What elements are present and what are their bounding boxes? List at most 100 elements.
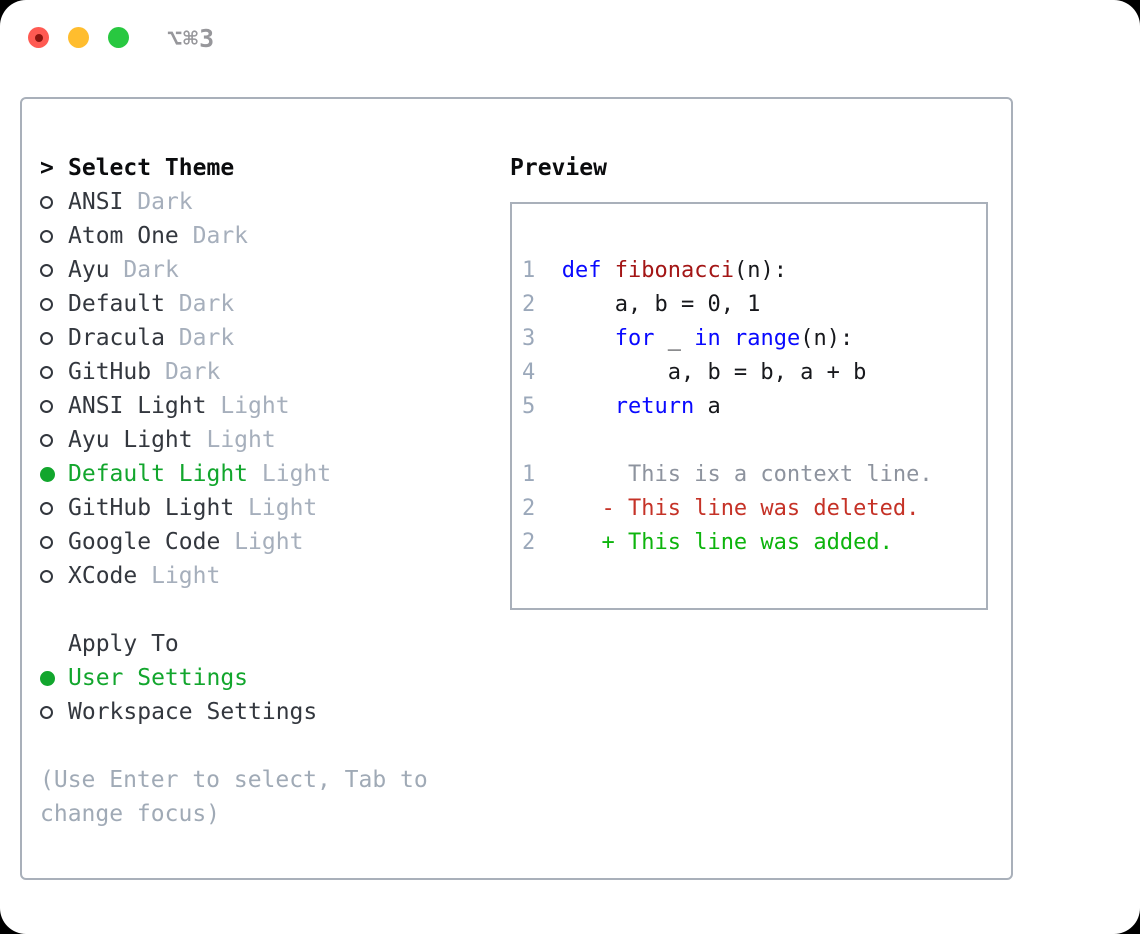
code-token: return <box>614 393 695 419</box>
radio-circle <box>40 433 53 447</box>
close-button[interactable] <box>28 27 49 48</box>
theme-option[interactable]: Google Code Light <box>40 525 428 559</box>
theme-name: Atom One <box>68 223 179 249</box>
theme-option[interactable]: Ayu Dark <box>40 253 428 287</box>
radio-circle <box>40 263 53 277</box>
code-token: - This line was deleted. <box>561 495 920 521</box>
code-token: fibonacci <box>614 257 734 283</box>
theme-name: Dracula <box>68 325 165 351</box>
code-token: a <box>694 393 721 419</box>
radio-circle <box>40 569 53 583</box>
line-number: 3 <box>522 325 562 351</box>
radio-icon <box>40 433 68 447</box>
radio-circle <box>40 229 53 243</box>
radio-selected-icon <box>40 466 68 482</box>
code-token: a, b = 0, 1 <box>561 291 761 317</box>
space <box>193 427 207 453</box>
theme-variant: Dark <box>178 291 235 317</box>
code-content: + This line was added. <box>562 530 892 555</box>
space <box>151 359 165 385</box>
radio-circle <box>40 297 53 311</box>
hint-text-line2: change focus) <box>40 801 221 827</box>
space <box>110 257 124 283</box>
code-token <box>562 326 615 351</box>
radio-selected-icon <box>40 670 68 686</box>
code-token <box>562 394 615 419</box>
space <box>248 461 262 487</box>
space <box>234 495 248 521</box>
theme-option[interactable]: Default Light Light <box>40 457 428 491</box>
code-content: a, b = 0, 1 <box>562 292 761 317</box>
apply-to-header: Apply To <box>40 627 428 661</box>
apply-option[interactable]: Workspace Settings <box>40 695 428 729</box>
code-token: range <box>733 325 801 351</box>
apply-to-label: Apply To <box>68 631 179 657</box>
theme-option[interactable]: Ayu Light Light <box>40 423 428 457</box>
code-line: 2 - This line was deleted. <box>522 491 986 525</box>
radio-icon <box>40 229 68 243</box>
spacer <box>40 593 428 627</box>
radio-circle <box>40 670 55 686</box>
theme-option[interactable]: GitHub Dark <box>40 355 428 389</box>
space <box>179 223 193 249</box>
theme-name: Default Light <box>68 461 249 487</box>
theme-option[interactable]: Atom One Dark <box>40 219 428 253</box>
theme-option[interactable]: Dracula Dark <box>40 321 428 355</box>
line-number: 4 <box>522 359 562 385</box>
code-content: return a <box>562 394 721 419</box>
theme-variant: Light <box>206 427 276 453</box>
space <box>165 325 179 351</box>
theme-variant: Dark <box>192 223 249 249</box>
line-number: 5 <box>522 393 562 419</box>
code-line <box>522 423 986 457</box>
apply-option-label: Workspace Settings <box>68 699 318 725</box>
theme-option[interactable]: Default Dark <box>40 287 428 321</box>
line-number <box>522 428 562 453</box>
theme-variant: Light <box>261 461 332 487</box>
theme-option[interactable]: ANSI Dark <box>40 185 428 219</box>
radio-circle <box>40 535 53 549</box>
select-theme-label: Select Theme <box>68 155 235 181</box>
radio-icon <box>40 195 68 209</box>
spacer <box>40 729 428 763</box>
code-line: 2 a, b = 0, 1 <box>522 287 986 321</box>
code-token: a, b = b, a + b <box>561 359 867 385</box>
radio-icon <box>40 365 68 379</box>
space <box>220 529 234 555</box>
code-line: 1 def fibonacci(n): <box>522 253 986 287</box>
line-number: 1 <box>522 461 562 487</box>
focus-caret-icon: > <box>40 155 54 181</box>
theme-variant: Light <box>220 393 290 419</box>
line-number: 2 <box>522 495 562 521</box>
radio-icon <box>40 297 68 311</box>
space <box>123 189 137 215</box>
code-content: a, b = b, a + b <box>562 360 867 385</box>
theme-option[interactable]: GitHub Light Light <box>40 491 428 525</box>
theme-option[interactable]: XCode Light <box>40 559 428 593</box>
line-number: 2 <box>522 291 562 317</box>
code-token: (n): <box>733 257 787 283</box>
zoom-button[interactable] <box>108 27 129 48</box>
radio-circle <box>40 705 53 719</box>
code-token <box>602 258 615 283</box>
hint-text-line1: (Use Enter to select, Tab to <box>40 767 428 793</box>
theme-variant: Dark <box>137 189 193 215</box>
radio-icon <box>40 705 68 719</box>
code-line: 3 for _ in range(n): <box>522 321 986 355</box>
theme-option[interactable]: ANSI Light Light <box>40 389 428 423</box>
apply-option[interactable]: User Settings <box>40 661 428 695</box>
theme-name: ANSI <box>68 189 124 215</box>
minimize-button[interactable] <box>68 27 89 48</box>
radio-icon <box>40 569 68 583</box>
theme-variant: Dark <box>164 359 221 385</box>
code-content: for _ in range(n): <box>562 326 853 351</box>
radio-circle <box>40 501 53 515</box>
theme-name: GitHub Light <box>68 495 235 521</box>
code-line: 2 + This line was added. <box>522 525 986 559</box>
theme-name: GitHub <box>68 359 152 385</box>
code-token: This is a context line. <box>561 461 933 487</box>
